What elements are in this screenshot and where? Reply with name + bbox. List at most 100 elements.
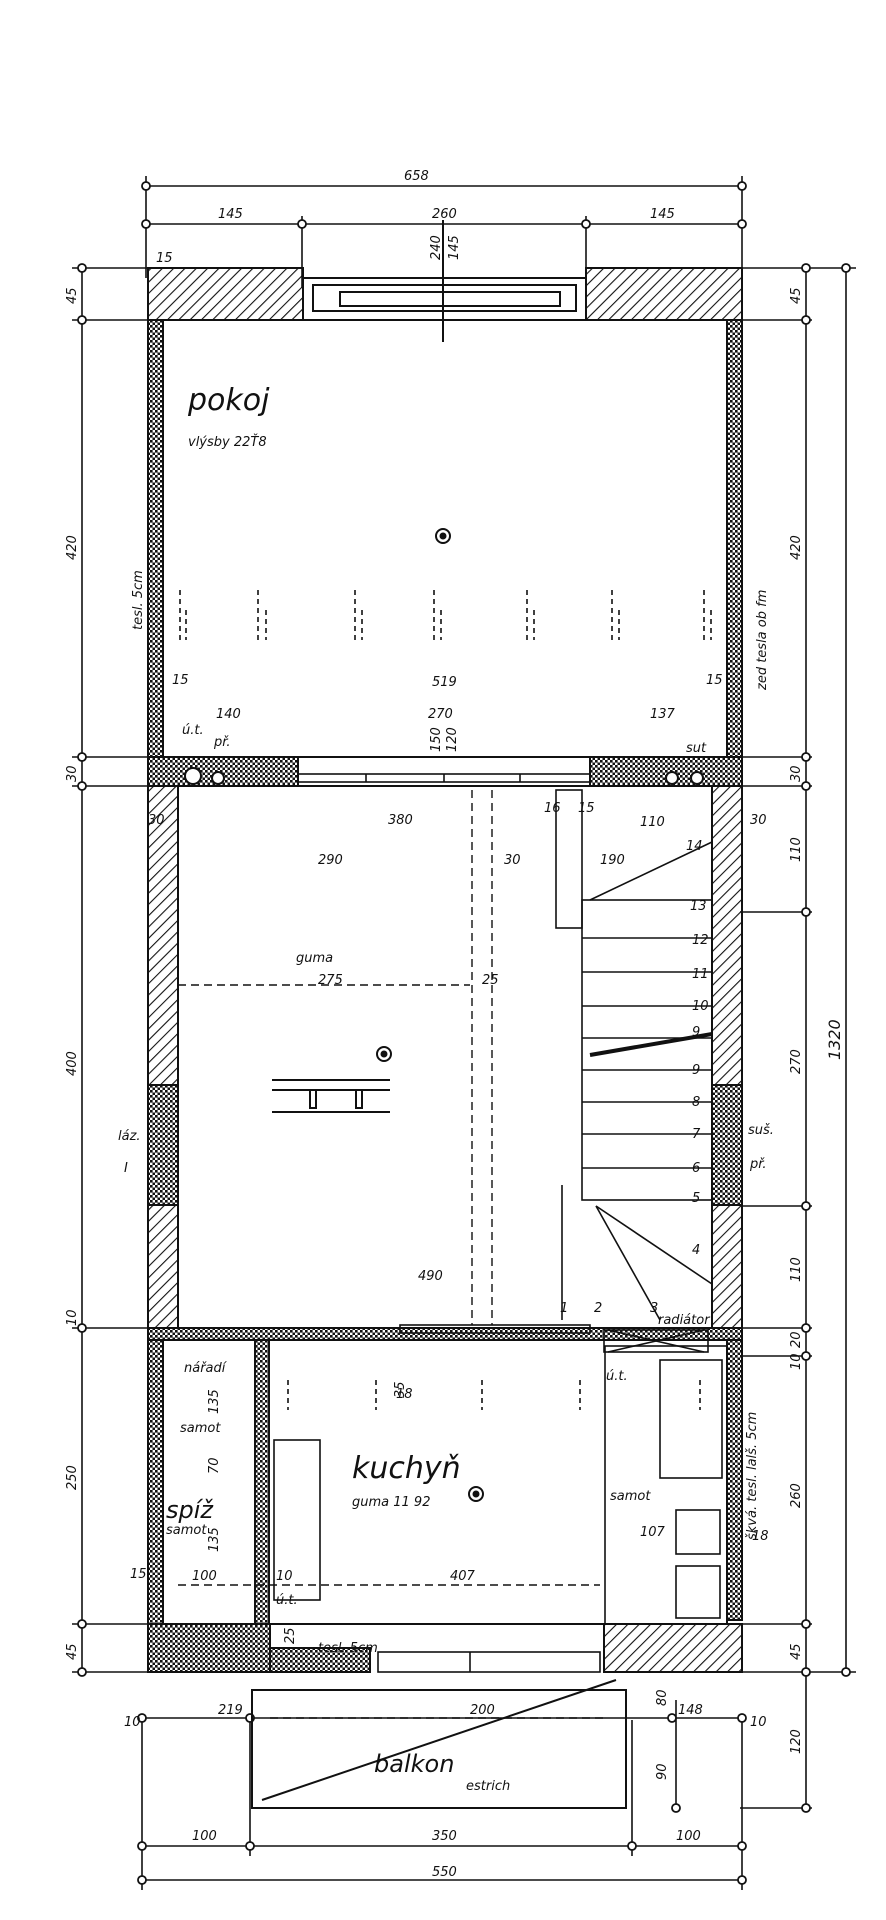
dim-right-45-top: 45 bbox=[789, 287, 804, 304]
dim-left-45-bottom: 45 bbox=[65, 1643, 80, 1660]
dim-wall-15-left: 15 bbox=[172, 673, 189, 688]
label-susici: suš. bbox=[748, 1123, 774, 1138]
dim-balcony-10b: 10 bbox=[750, 1715, 767, 1730]
dim-right-45-bottom: 45 bbox=[789, 1643, 804, 1660]
stair-9b: 9 bbox=[692, 1063, 700, 1078]
dim-hall-275: 275 bbox=[318, 973, 343, 988]
dim-hall-490: 490 bbox=[418, 1269, 443, 1284]
dim-corridor-137: 137 bbox=[650, 707, 676, 722]
stair-14: 14 bbox=[686, 839, 703, 854]
room-labels: pokoj vlýsby 22Ť8 kuchyň guma 11 92 spíž… bbox=[166, 383, 510, 1794]
dim-bottom-100-right: 100 bbox=[676, 1829, 701, 1844]
dim-hall-110: 110 bbox=[640, 815, 665, 830]
dim-top-left: 145 bbox=[218, 207, 243, 222]
dim-hall-16: 16 bbox=[544, 801, 561, 816]
stair-1: 1 bbox=[560, 1301, 568, 1316]
stair-10: 10 bbox=[692, 999, 709, 1014]
dim-kitchen-10: 10 bbox=[276, 1569, 293, 1584]
dim-left-420: 420 bbox=[65, 535, 80, 560]
dim-kitchen-407: 407 bbox=[450, 1569, 476, 1584]
room-spiz: spíž bbox=[166, 1496, 214, 1524]
dim-top-right: 145 bbox=[650, 207, 675, 222]
dim-right-270: 270 bbox=[789, 1049, 804, 1074]
dim-wall-top: 15 bbox=[156, 251, 173, 266]
dim-hall-380: 380 bbox=[388, 813, 413, 828]
dim-kitchen-100: 100 bbox=[192, 1569, 217, 1584]
dim-balcony-10a: 10 bbox=[124, 1715, 141, 1730]
dim-kitchen-25: 25 bbox=[283, 1627, 298, 1644]
dim-bottom-350: 350 bbox=[432, 1829, 457, 1844]
label-radiator: radiátor bbox=[658, 1313, 711, 1328]
room-balkon: balkon bbox=[374, 1750, 454, 1778]
label-samot-pantry: samot bbox=[180, 1421, 221, 1436]
dim-right-10: 10 bbox=[789, 1353, 804, 1370]
dim-balcony-200: 200 bbox=[470, 1703, 495, 1718]
dim-left-45-top: 45 bbox=[65, 287, 80, 304]
dim-kitchen-18: 18 bbox=[752, 1529, 769, 1544]
room-kuchyn: kuchyň bbox=[352, 1451, 461, 1486]
light-fixtures bbox=[184, 528, 704, 1502]
label-ut-corridor: ú.t. bbox=[182, 723, 204, 738]
dim-right-20: 20 bbox=[789, 1331, 804, 1348]
dim-kitchen-70: 70 bbox=[207, 1457, 222, 1474]
label-ut-pantry: ú.t. bbox=[276, 1593, 298, 1608]
dim-wall-30-left: 30 bbox=[148, 813, 165, 828]
stair-4: 4 bbox=[692, 1243, 700, 1258]
dim-right-total: 1320 bbox=[825, 1019, 844, 1060]
dim-top-total: 658 bbox=[404, 169, 429, 184]
dim-opening-150: 150 bbox=[429, 727, 444, 752]
stair-5: 5 bbox=[692, 1191, 700, 1206]
dim-window-top2: 145 bbox=[447, 235, 462, 260]
dim-pokoj-width: 519 bbox=[432, 675, 457, 690]
hall-floor: guma bbox=[296, 951, 333, 966]
dim-bottom-100-left: 100 bbox=[192, 1829, 217, 1844]
room-pokoj: pokoj bbox=[187, 383, 270, 418]
dim-balcony-80: 80 bbox=[655, 1689, 670, 1706]
dim-right-110-top: 110 bbox=[789, 837, 804, 862]
dim-window-top: 240 bbox=[429, 235, 444, 260]
walls bbox=[147, 267, 743, 1673]
dim-right-110-bottom: 110 bbox=[789, 1257, 804, 1282]
kitchen-wall-note: tesl. 5cm bbox=[318, 1641, 378, 1656]
stair-11: 11 bbox=[692, 967, 709, 982]
dim-wall-15-right: 15 bbox=[706, 673, 723, 688]
left-wall-note: tesl. 5cm bbox=[131, 570, 146, 630]
stair-8: 8 bbox=[692, 1095, 700, 1110]
stair-7: 7 bbox=[692, 1127, 701, 1142]
radiator-symbol bbox=[272, 1079, 390, 1113]
staircase bbox=[555, 789, 713, 1321]
top-window bbox=[302, 220, 587, 342]
label-ut-kitchen: ú.t. bbox=[606, 1369, 628, 1384]
dim-opening-120: 120 bbox=[445, 727, 460, 752]
dim-balcony-148: 148 bbox=[678, 1703, 703, 1718]
stair-6: 6 bbox=[692, 1161, 700, 1176]
dim-left-10: 10 bbox=[65, 1309, 80, 1326]
dim-window-35: 35 bbox=[393, 1381, 408, 1398]
stair-13: 13 bbox=[690, 899, 707, 914]
room-spiz-note: samot bbox=[166, 1523, 207, 1538]
stair-3: 3 bbox=[650, 1301, 658, 1316]
dim-window-18: 18 bbox=[396, 1387, 413, 1402]
dim-bottom-total: 550 bbox=[432, 1865, 457, 1880]
dim-right-260: 260 bbox=[789, 1483, 804, 1508]
dim-hall-15: 15 bbox=[578, 801, 595, 816]
label-lazne: láz. bbox=[118, 1129, 141, 1144]
floor-marks bbox=[179, 590, 712, 1410]
right-wall-note-lower: škvá. tesl. lalš. 5cm bbox=[745, 1412, 760, 1540]
dim-corridor-140: 140 bbox=[216, 707, 241, 722]
stair-2: 2 bbox=[594, 1301, 602, 1316]
dim-kitchen-135b: 135 bbox=[207, 1527, 222, 1552]
dim-kitchen-15: 15 bbox=[130, 1567, 147, 1582]
dashed-lines bbox=[178, 790, 604, 1719]
label-susici-sub: př. bbox=[749, 1157, 767, 1172]
dim-right-120: 120 bbox=[789, 1729, 804, 1754]
corridor-openings bbox=[297, 773, 601, 1673]
stair-12: 12 bbox=[692, 933, 709, 948]
dim-hall-30: 30 bbox=[504, 853, 521, 868]
room-pokoj-floor: vlýsby 22Ť8 bbox=[188, 434, 267, 450]
dimension-labels: 658 145 260 145 240 145 15 45 420 30 400… bbox=[65, 169, 844, 1880]
dim-corridor-270: 270 bbox=[428, 707, 453, 722]
dim-kitchen-135a: 135 bbox=[207, 1389, 222, 1414]
dim-left-250: 250 bbox=[65, 1465, 80, 1490]
